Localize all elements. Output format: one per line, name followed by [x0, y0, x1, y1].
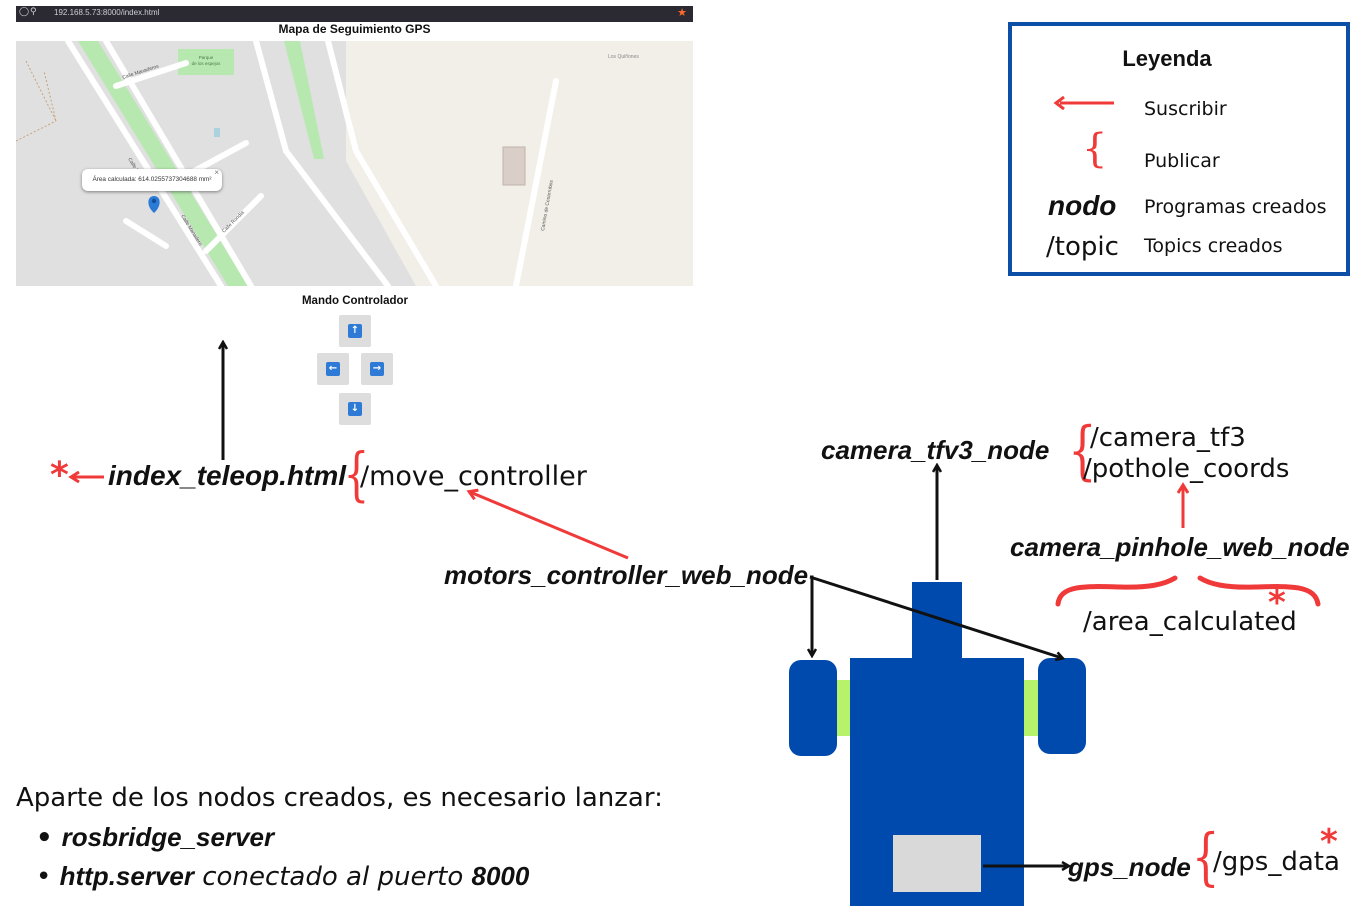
shield-icon: ◯ — [19, 7, 30, 17]
publish-brace-icon: { — [1082, 126, 1108, 172]
footer-item-rest: conectado al puerto — [194, 862, 472, 892]
legend-topic-sample: /topic — [1046, 232, 1119, 262]
location-marker-icon[interactable] — [148, 196, 160, 213]
legend-subscribe-label: Suscribir — [1144, 98, 1227, 120]
motor-left-arrow — [810, 575, 812, 655]
footer-item-http: • http.server conectado al puerto 8000 — [36, 861, 529, 892]
gps-publish-brace-icon: { — [1191, 820, 1220, 893]
map-label-quinones: Los Quiñones — [608, 54, 639, 60]
arrow-right-icon: → — [370, 362, 384, 376]
bullet-icon: • — [36, 823, 62, 853]
legend-node-sample: nodo — [1048, 190, 1117, 221]
node-camera-pinhole: camera_pinhole_web_node — [1010, 532, 1350, 562]
map-popup: Área calculada: 614.0255737304688 mm² × — [82, 168, 222, 191]
area-popup-text: Área calculada: 614.0255737304688 mm² — [92, 176, 212, 183]
bookmark-star-icon[interactable]: ★ — [677, 6, 687, 19]
move-up-button[interactable]: ↑ — [339, 315, 371, 347]
map-title: Mapa de Seguimiento GPS — [278, 22, 431, 36]
robot-right-wheel — [1038, 658, 1086, 754]
controller-title: Mando Controlador — [301, 295, 409, 307]
arrow-down-icon: ↓ — [348, 402, 362, 416]
camera-publish-brace-icon: { — [1068, 414, 1097, 488]
popup-close-icon[interactable]: × — [214, 168, 219, 177]
robot-camera-mount — [912, 582, 962, 660]
topic-gps-data: /gps_data — [1213, 847, 1340, 877]
legend-box: Leyenda Suscribir { Publicar nodo Progra… — [1008, 22, 1350, 276]
asterisk-teleop: * — [50, 455, 69, 496]
move-down-button[interactable]: ↓ — [339, 393, 371, 425]
topic-pothole-coords: /pothole_coords — [1083, 454, 1290, 484]
motors-subscribe-arrow — [470, 492, 629, 560]
legend-topic-label: Topics creados — [1144, 235, 1283, 257]
lock-icon: ⚲ — [30, 7, 37, 17]
svg-text:de los espejos: de los espejos — [192, 61, 222, 66]
legend-title: Leyenda — [1122, 46, 1212, 71]
browser-url[interactable]: 192.168.5.73:8000/index.html — [54, 8, 160, 17]
node-motors-controller: motors_controller_web_node — [444, 560, 809, 590]
asterisk-area: * — [1268, 583, 1286, 623]
footer-intro: Aparte de los nodos creados, es necesari… — [16, 783, 663, 813]
move-left-button[interactable]: ← — [317, 353, 349, 385]
robot-left-wheel — [789, 660, 837, 756]
move-controller-brace-icon: { — [343, 440, 370, 508]
node-index-teleop: index_teleop.html — [108, 460, 347, 491]
footer-item-port: 8000 — [471, 861, 530, 891]
browser-address-bar: ◯ ⚲ 192.168.5.73:8000/index.html ★ — [16, 6, 693, 22]
arrow-up-icon: ↑ — [348, 324, 362, 338]
node-gps: gps_node — [1068, 852, 1191, 882]
gps-map[interactable]: Parque de los espejos Los Quiñones Calle… — [16, 41, 693, 286]
topic-camera-tf3: /camera_tf3 — [1090, 423, 1246, 453]
footer-item-bold: rosbridge_server — [61, 822, 275, 852]
node-camera-tfv3: camera_tfv3_node — [821, 435, 1050, 465]
legend-publish-label: Publicar — [1144, 150, 1220, 172]
asterisk-gps: * — [1320, 822, 1338, 862]
subscribe-arrow-icon — [1053, 96, 1114, 110]
area-publish-brace-icon — [1055, 575, 1321, 607]
legend-node-label: Programas creados — [1144, 196, 1327, 218]
arrow-left-icon: ← — [326, 362, 340, 376]
robot-gps-module — [893, 835, 981, 892]
bullet-icon: • — [36, 862, 60, 892]
footer-item-rosbridge: • rosbridge_server — [36, 822, 274, 853]
topic-area-calculated: /area_calculated — [1083, 607, 1297, 637]
topic-move-controller: /move_controller — [360, 461, 587, 492]
map-label-park: Parque — [199, 55, 214, 60]
move-right-button[interactable]: → — [361, 353, 393, 385]
motor-right-arrow — [809, 575, 1062, 658]
footer-item-bold: http.server — [59, 861, 194, 891]
